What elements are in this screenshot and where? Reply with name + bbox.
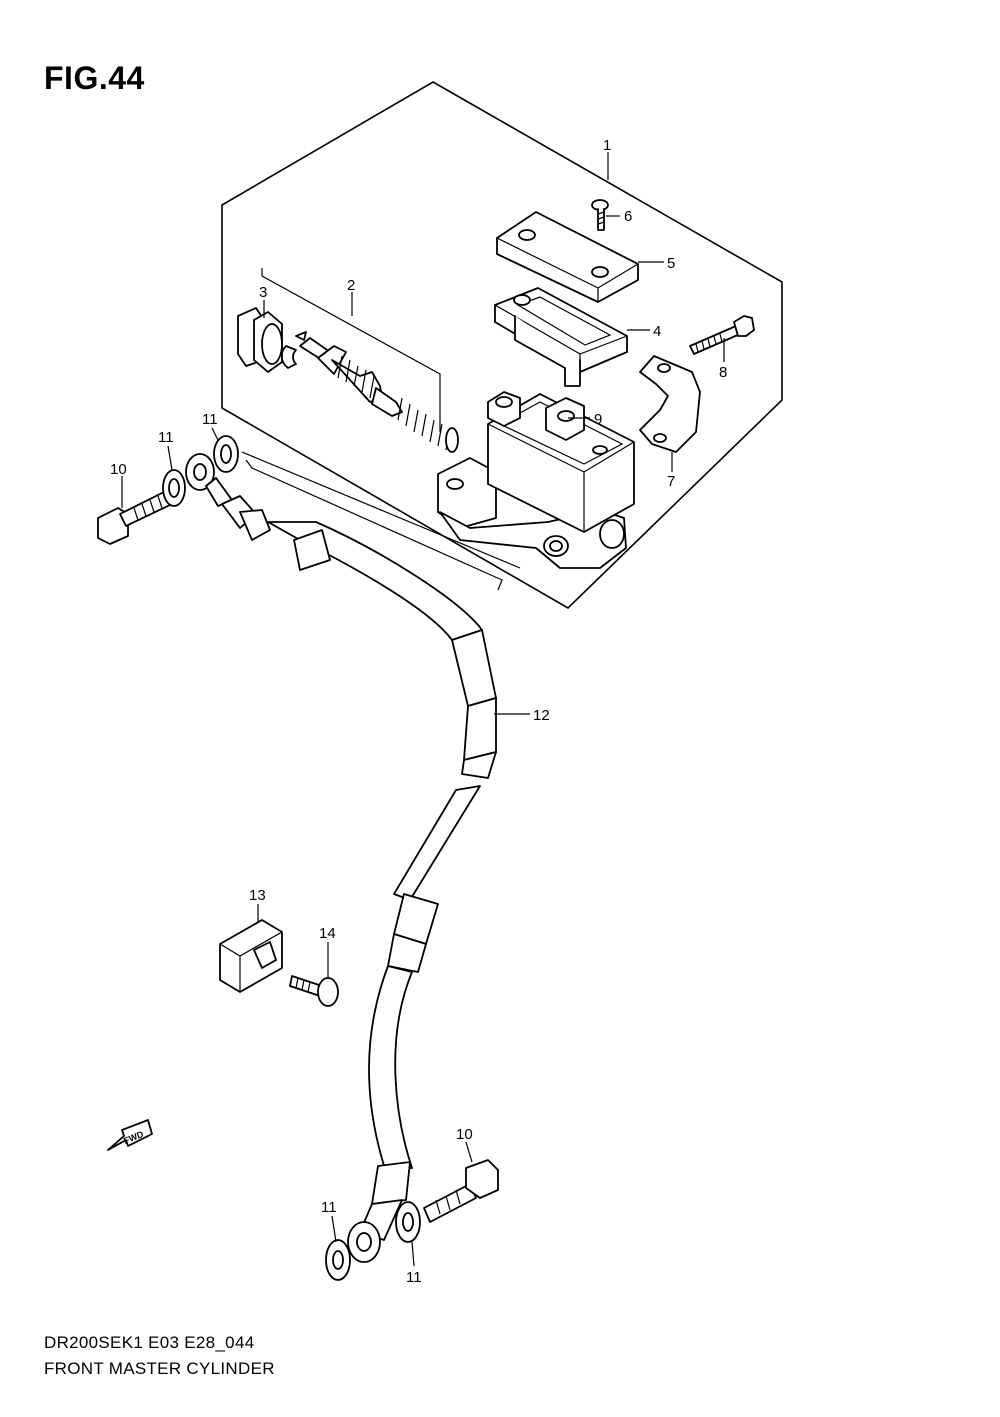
callout-1: 1 bbox=[603, 137, 611, 154]
part-10-banjo-bolt-top bbox=[97, 489, 173, 545]
fwd-arrow-icon: FWD bbox=[107, 1119, 153, 1151]
part-11-washer-bottom-b bbox=[395, 1201, 421, 1243]
part-13-hose-clamp bbox=[219, 919, 283, 993]
figure-name: FRONT MASTER CYLINDER bbox=[44, 1359, 275, 1378]
callout-2: 2 bbox=[347, 277, 355, 294]
callout-labels: 1 6 5 4 8 9 7 2 3 11 11 10 12 13 14 10 1… bbox=[110, 137, 727, 1286]
hose-guide-line bbox=[241, 451, 521, 591]
part-8-bolt bbox=[689, 315, 755, 355]
part-6-screw bbox=[591, 199, 609, 231]
callout-13: 13 bbox=[249, 887, 266, 904]
callout-4: 4 bbox=[653, 323, 661, 340]
part-5-reservoir-cap bbox=[496, 211, 639, 303]
callout-12: 12 bbox=[533, 707, 550, 724]
callout-3: 3 bbox=[259, 284, 267, 301]
master-cylinder-body bbox=[437, 391, 635, 569]
banjo-fitting-top bbox=[185, 453, 271, 541]
callout-10-top: 10 bbox=[110, 461, 127, 478]
figure-code: DR200SEK1 E03 E28_044 bbox=[44, 1333, 255, 1352]
callout-11-bottom-a: 11 bbox=[321, 1199, 337, 1216]
part-10-banjo-bolt-bottom bbox=[423, 1159, 499, 1223]
part-12-brake-hose bbox=[267, 521, 497, 1263]
figure-title: FIG.44 bbox=[44, 60, 145, 96]
callout-9: 9 bbox=[594, 411, 602, 428]
part-11-washer-top-b bbox=[213, 435, 239, 473]
callout-10-bottom: 10 bbox=[456, 1126, 473, 1143]
part-7-clamp bbox=[639, 355, 701, 453]
callout-7: 7 bbox=[667, 473, 675, 490]
part-3-boot bbox=[237, 307, 283, 373]
part-4-diaphragm bbox=[494, 287, 628, 387]
part-14-screw bbox=[289, 975, 339, 1007]
callout-11-top-a: 11 bbox=[158, 429, 174, 446]
part-2-piston-assembly bbox=[261, 268, 459, 453]
callout-11-top-b: 11 bbox=[202, 411, 218, 428]
assembly-outline bbox=[221, 81, 783, 609]
part-11-washer-bottom-a bbox=[325, 1239, 351, 1281]
callout-8: 8 bbox=[719, 364, 727, 381]
callout-6: 6 bbox=[624, 208, 632, 225]
callout-11-bottom-b: 11 bbox=[406, 1269, 422, 1286]
callout-14: 14 bbox=[319, 925, 336, 942]
callout-5: 5 bbox=[667, 255, 675, 272]
part-11-washer-top-a bbox=[162, 469, 186, 507]
leader-lines bbox=[121, 152, 725, 1267]
